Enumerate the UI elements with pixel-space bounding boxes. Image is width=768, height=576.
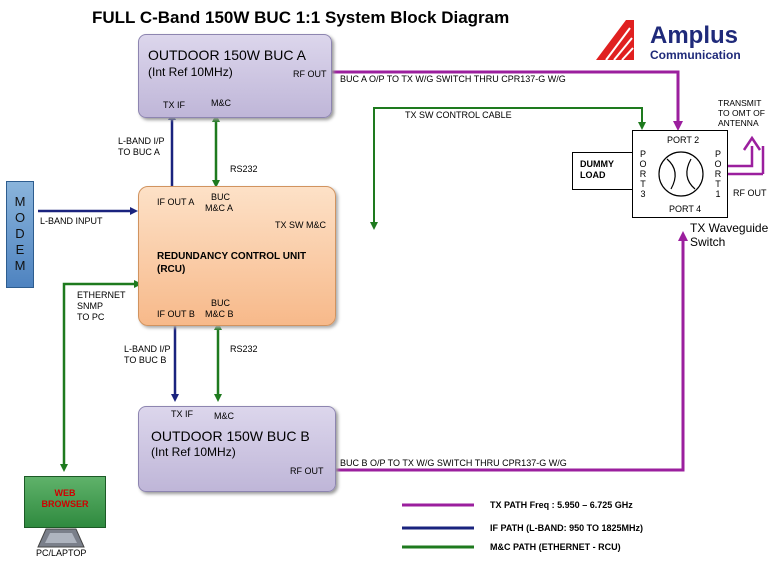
web-label-line2: BROWSER (41, 499, 89, 509)
lband-ip-a-line1: L-BAND I/P (118, 136, 165, 146)
ethernet-label-line3: TO PC (77, 312, 105, 322)
tx-sw-cable-label: TX SW CONTROL CABLE (405, 110, 512, 120)
legend-if-label: IF PATH (L-BAND: 950 TO 1825MHz) (490, 523, 644, 533)
ethernet-label-line1: ETHERNET (77, 290, 126, 300)
modem-letter: M (14, 258, 26, 273)
port3-char: T (640, 179, 646, 189)
buc-b-path-label: BUC B O/P TO TX W/G SWITCH THRU CPR137-G… (340, 458, 567, 468)
modem-letter: M (14, 194, 26, 209)
port1-char: O (714, 159, 722, 169)
port1-char: 1 (715, 189, 721, 199)
tx-path-buc-b (332, 231, 688, 472)
lband-ip-a-line2: TO BUC A (118, 147, 160, 157)
amplus-logo-icon (596, 20, 634, 61)
rcu-title-line1: REDUNDANCY CONTROL UNIT (157, 251, 307, 262)
dummy-label-line2: LOAD (580, 170, 606, 180)
lband-ip-b-line2: TO BUC B (124, 355, 167, 365)
rcu-box: IF OUT A BUC M&C A TX SW M&C REDUNDANCY … (138, 186, 336, 326)
waveguide-switch-box: PORT 2 PORT 4 P O R T 3 P O R T 1 (632, 130, 728, 218)
pc-laptop-label: PC/LAPTOP (36, 548, 87, 558)
web-label-line1: WEB (54, 488, 76, 498)
modem-letter: E (15, 242, 25, 257)
port1-char: T (715, 179, 721, 189)
tx-path-antenna (726, 146, 754, 168)
legend-tx-label: TX PATH Freq : 5.950 – 6.725 GHz (490, 500, 633, 510)
laptop-icon (37, 528, 85, 548)
dummy-label-line1: DUMMY (580, 159, 614, 169)
switch-port4: PORT 4 (669, 204, 702, 214)
rcu-buc-mc-b-line1: BUC (211, 298, 231, 308)
buc-a-tx-if: TX IF (163, 100, 185, 110)
port1-char: P (714, 149, 721, 159)
switch-rotor-icon (658, 151, 704, 197)
transmit-label-line3: ANTENNA (718, 118, 759, 128)
ethernet-label-line2: SNMP (77, 301, 104, 311)
lband-input-label: L-BAND INPUT (40, 216, 103, 226)
dummy-load-box: DUMMY LOAD (572, 152, 634, 190)
web-browser-box: WEB BROWSER (24, 476, 106, 528)
buc-a-mc: M&C (211, 98, 231, 108)
buc-b-title: OUTDOOR 150W BUC B (151, 428, 310, 444)
rcu-buc-mc-a-line2: M&C A (205, 203, 234, 213)
buc-a-path-label: BUC A O/P TO TX W/G SWITCH THRU CPR137-G… (340, 74, 566, 84)
port3-char: O (639, 159, 647, 169)
switch-port1: P O R T 1 (711, 149, 725, 199)
mc-path-ethernet (60, 280, 142, 472)
switch-port2: PORT 2 (667, 135, 700, 145)
lband-ip-b-line1: L-BAND I/P (124, 344, 171, 354)
rs232-b-label: RS232 (230, 344, 258, 354)
buc-a-box: OUTDOOR 150W BUC A (Int Ref 10MHz) RF OU… (138, 34, 332, 118)
legend-mc-label: M&C PATH (ETHERNET - RCU) (490, 542, 621, 552)
switch-port3: P O R T 3 (636, 149, 650, 199)
buc-a-subtitle: (Int Ref 10MHz) (148, 65, 233, 79)
modem-label: M O D E M (9, 194, 31, 274)
rcu-tx-sw-mc: TX SW M&C (275, 220, 326, 230)
buc-b-rf-out: RF OUT (290, 466, 324, 476)
waveguide-caption-line2: Switch (690, 235, 726, 249)
port3-char: P (639, 149, 646, 159)
rcu-title-line2: (RCU) (157, 264, 186, 275)
tx-path-buc-a (332, 70, 683, 131)
rf-out-right-label: RF OUT (733, 188, 767, 198)
rcu-if-out-b: IF OUT B (157, 309, 195, 319)
modem-letter: O (14, 210, 26, 225)
page-title: FULL C-Band 150W BUC 1:1 System Block Di… (92, 8, 510, 27)
buc-b-mc: M&C (214, 411, 234, 421)
modem-box: M O D E M (6, 181, 34, 288)
antenna-arrow (742, 135, 762, 151)
port3-char: 3 (640, 189, 646, 199)
transmit-label-line2: TO OMT OF (718, 108, 765, 118)
legend-lines (402, 503, 474, 549)
rcu-if-out-a: IF OUT A (157, 197, 195, 207)
port3-char: R (639, 169, 647, 179)
buc-a-rf-out: RF OUT (293, 69, 327, 79)
logo-name: Amplus (650, 22, 739, 49)
rcu-buc-mc-b-line2: M&C B (205, 309, 234, 319)
waveguide-caption-line1: TX Waveguide (690, 221, 768, 235)
buc-b-tx-if: TX IF (171, 409, 193, 419)
modem-letter: D (15, 226, 25, 241)
rs232-a-label: RS232 (230, 164, 258, 174)
logo-subtitle: Communication (650, 48, 741, 62)
buc-b-box: TX IF M&C OUTDOOR 150W BUC B (Int Ref 10… (138, 406, 336, 492)
buc-a-title: OUTDOOR 150W BUC A (148, 47, 306, 63)
port1-char: R (714, 169, 722, 179)
buc-b-subtitle: (Int Ref 10MHz) (151, 445, 236, 459)
rcu-buc-mc-a-line1: BUC (211, 192, 231, 202)
mc-path-tx-sw (370, 107, 646, 230)
transmit-label-line1: TRANSMIT (718, 98, 762, 108)
